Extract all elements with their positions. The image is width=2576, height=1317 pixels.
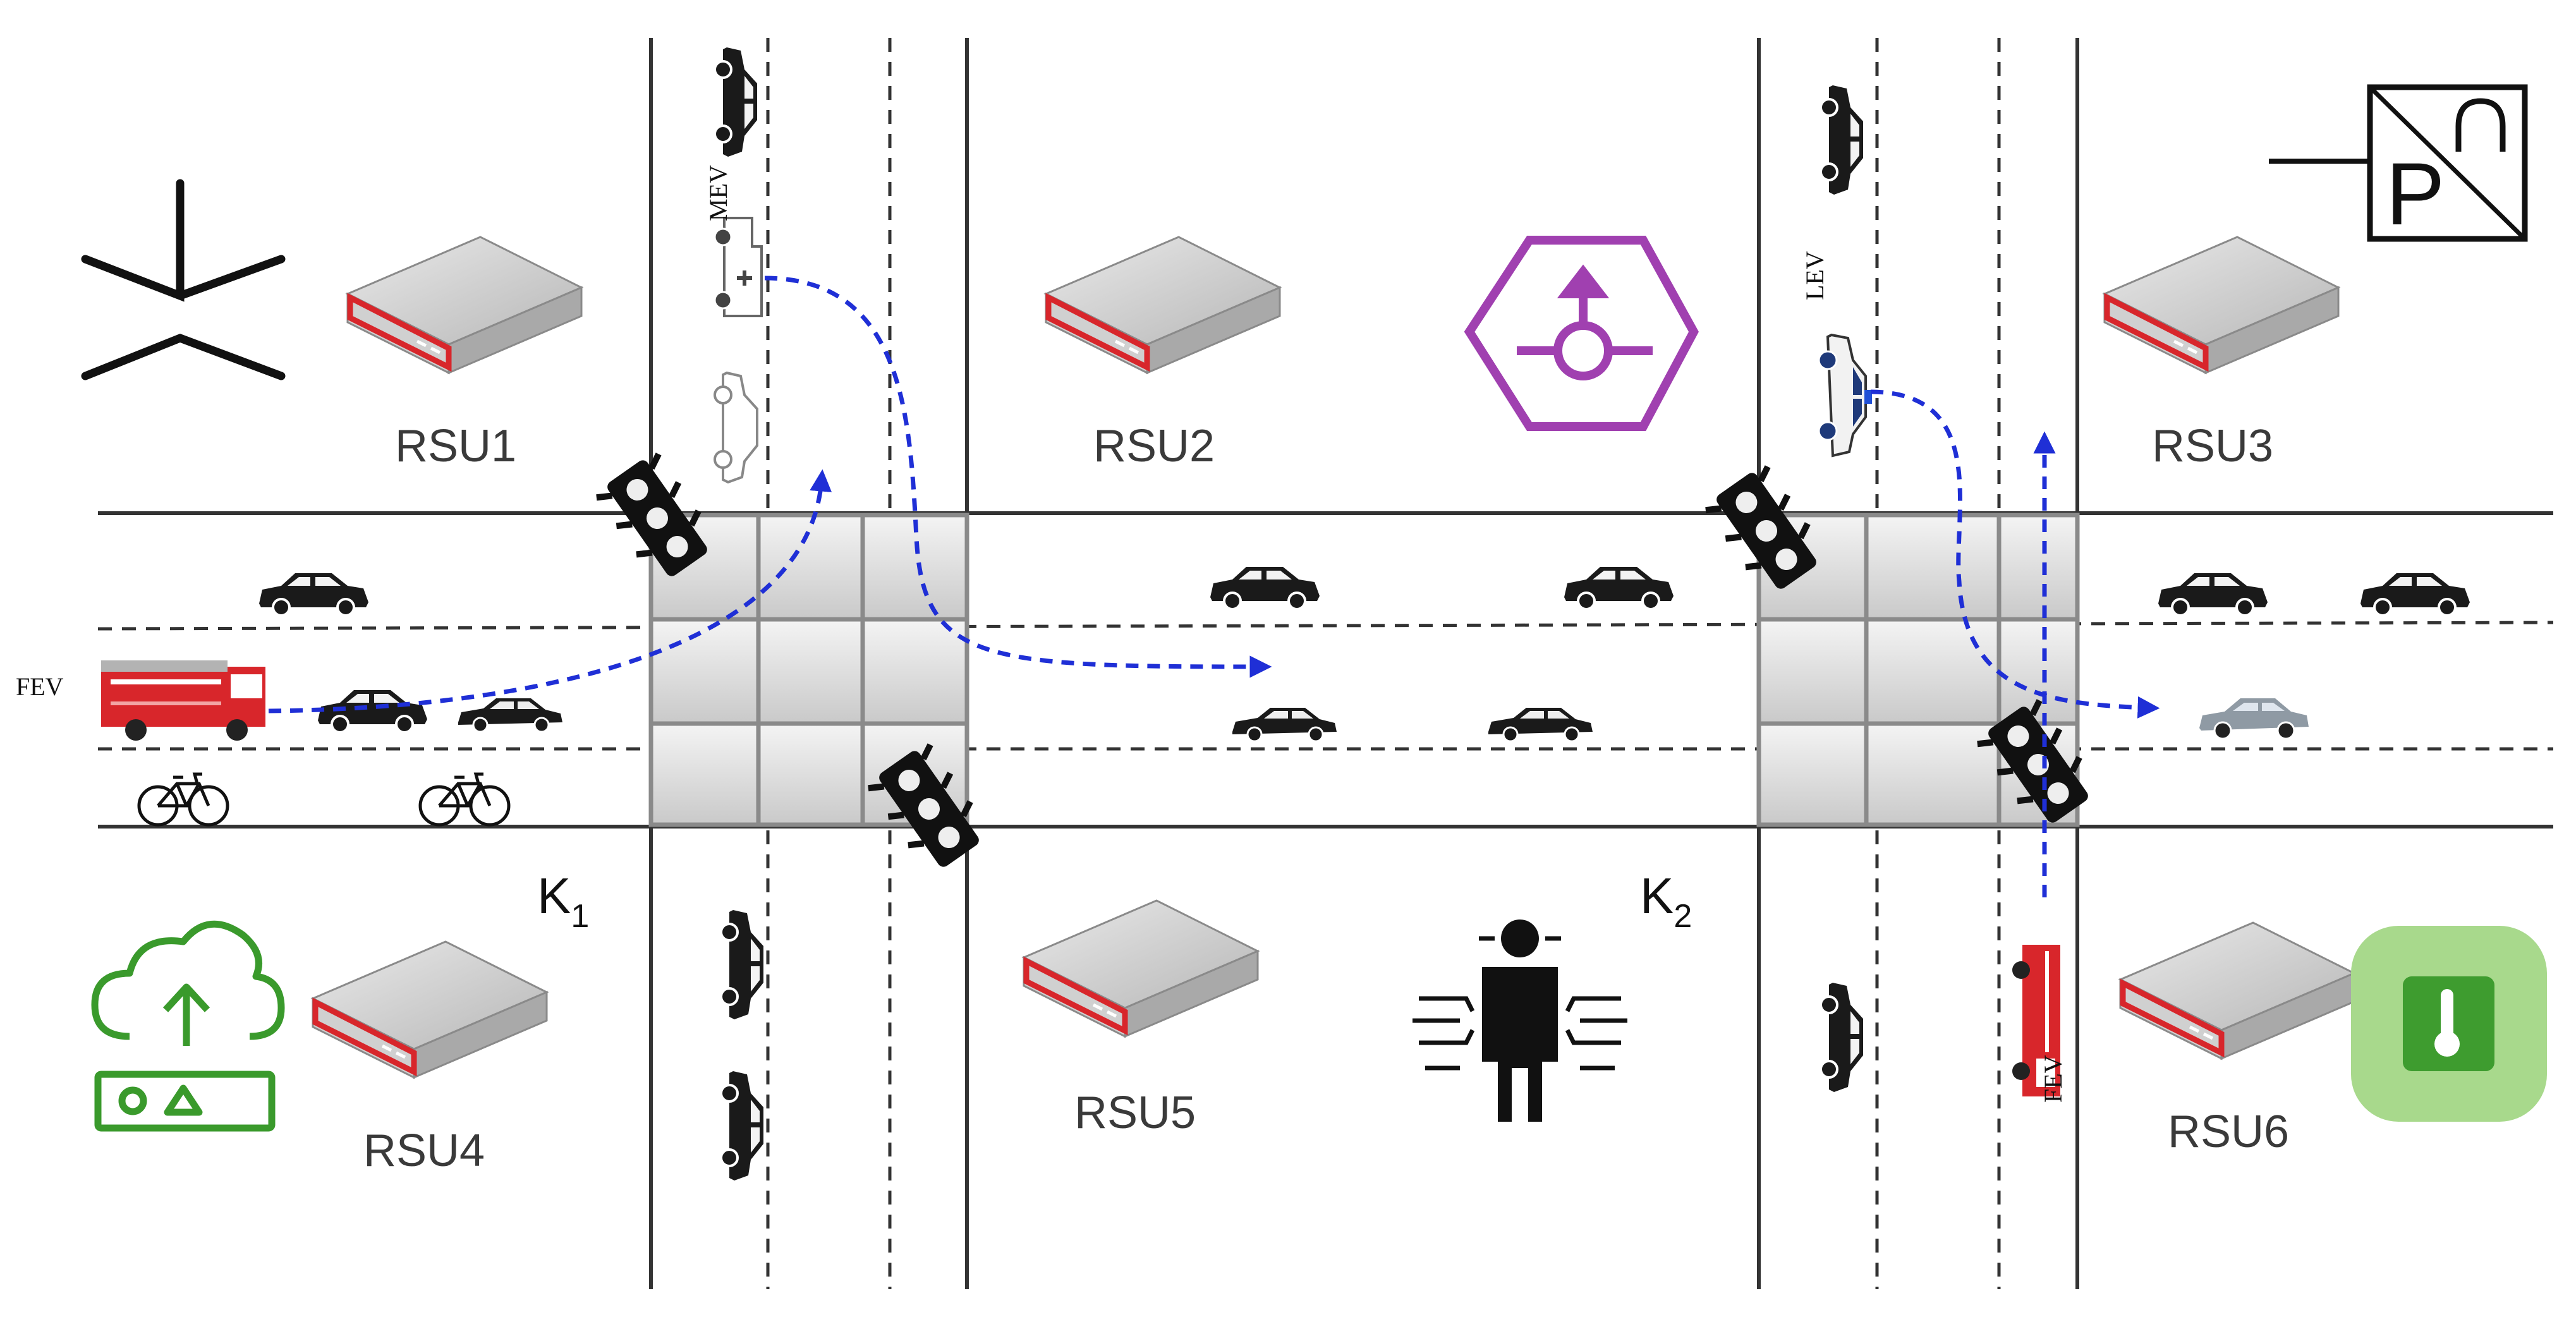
- car-icon: [720, 1070, 765, 1182]
- police-car-icon: [1818, 333, 1872, 458]
- fire-truck-icon: [101, 660, 265, 741]
- roadside-unit-icon: [313, 942, 547, 1077]
- temperature-sensor-icon: [2351, 926, 2547, 1122]
- junction-symbol-icon: [81, 179, 286, 380]
- route-arrows: [268, 276, 2160, 897]
- car-icon: [258, 572, 370, 617]
- rsu4-label: RSU4: [363, 1126, 485, 1176]
- fev-left-label: FEV: [16, 672, 64, 701]
- fev-route-arrow: [268, 469, 832, 713]
- car-icon: [1231, 707, 1338, 743]
- mev-route-arrow: [764, 276, 1272, 678]
- bicycle-icon: [420, 774, 509, 825]
- rsu1-label: RSU1: [395, 421, 516, 471]
- svg-text:P: P: [2386, 144, 2445, 243]
- lev-label: LEV: [1801, 251, 1829, 300]
- rsu5-label: RSU5: [1074, 1088, 1196, 1138]
- car-icon: [457, 697, 564, 733]
- car-icon: [714, 371, 758, 484]
- pedestrian-sensor-icon: [1413, 919, 1627, 1122]
- rsu2-label: RSU2: [1093, 421, 1215, 471]
- roadside-unit-icon: [2120, 923, 2354, 1059]
- car-icon: [2199, 698, 2309, 740]
- parking-sign-icon: P: [2269, 84, 2528, 243]
- rsu3-label: RSU3: [2152, 421, 2273, 471]
- car-icon: [1487, 707, 1594, 743]
- lev-route-arrow: [1870, 389, 2160, 719]
- roundabout-sign-icon: [1464, 236, 1699, 431]
- roadside-unit-icon: [348, 237, 581, 373]
- ambulance-icon: [714, 217, 763, 317]
- mev-label: MEV: [704, 165, 732, 221]
- intersection-k2-label: K2: [1640, 868, 1692, 935]
- car-icon: [2359, 572, 2471, 617]
- rsu6-label: RSU6: [2168, 1107, 2289, 1157]
- road-network: [97, 38, 2554, 1289]
- fire-truck-icon: [2012, 945, 2060, 1096]
- fev-right-label: FEV: [2039, 1055, 2067, 1103]
- car-icon: [1209, 566, 1321, 610]
- roadside-unit-icon: [2105, 237, 2338, 373]
- cloud-upload-icon: [91, 920, 285, 1132]
- car-icon: [2157, 572, 2269, 617]
- car-icon: [1820, 981, 1864, 1093]
- car-icon: [1820, 84, 1864, 196]
- car-icon: [720, 909, 765, 1021]
- car-icon: [714, 46, 758, 158]
- bicycle-icon: [139, 774, 228, 825]
- roadside-unit-icon: [1024, 901, 1258, 1036]
- intersection-k1-label: K1: [537, 868, 589, 935]
- roadside-unit-icon: [1046, 237, 1280, 373]
- car-icon: [1563, 566, 1675, 610]
